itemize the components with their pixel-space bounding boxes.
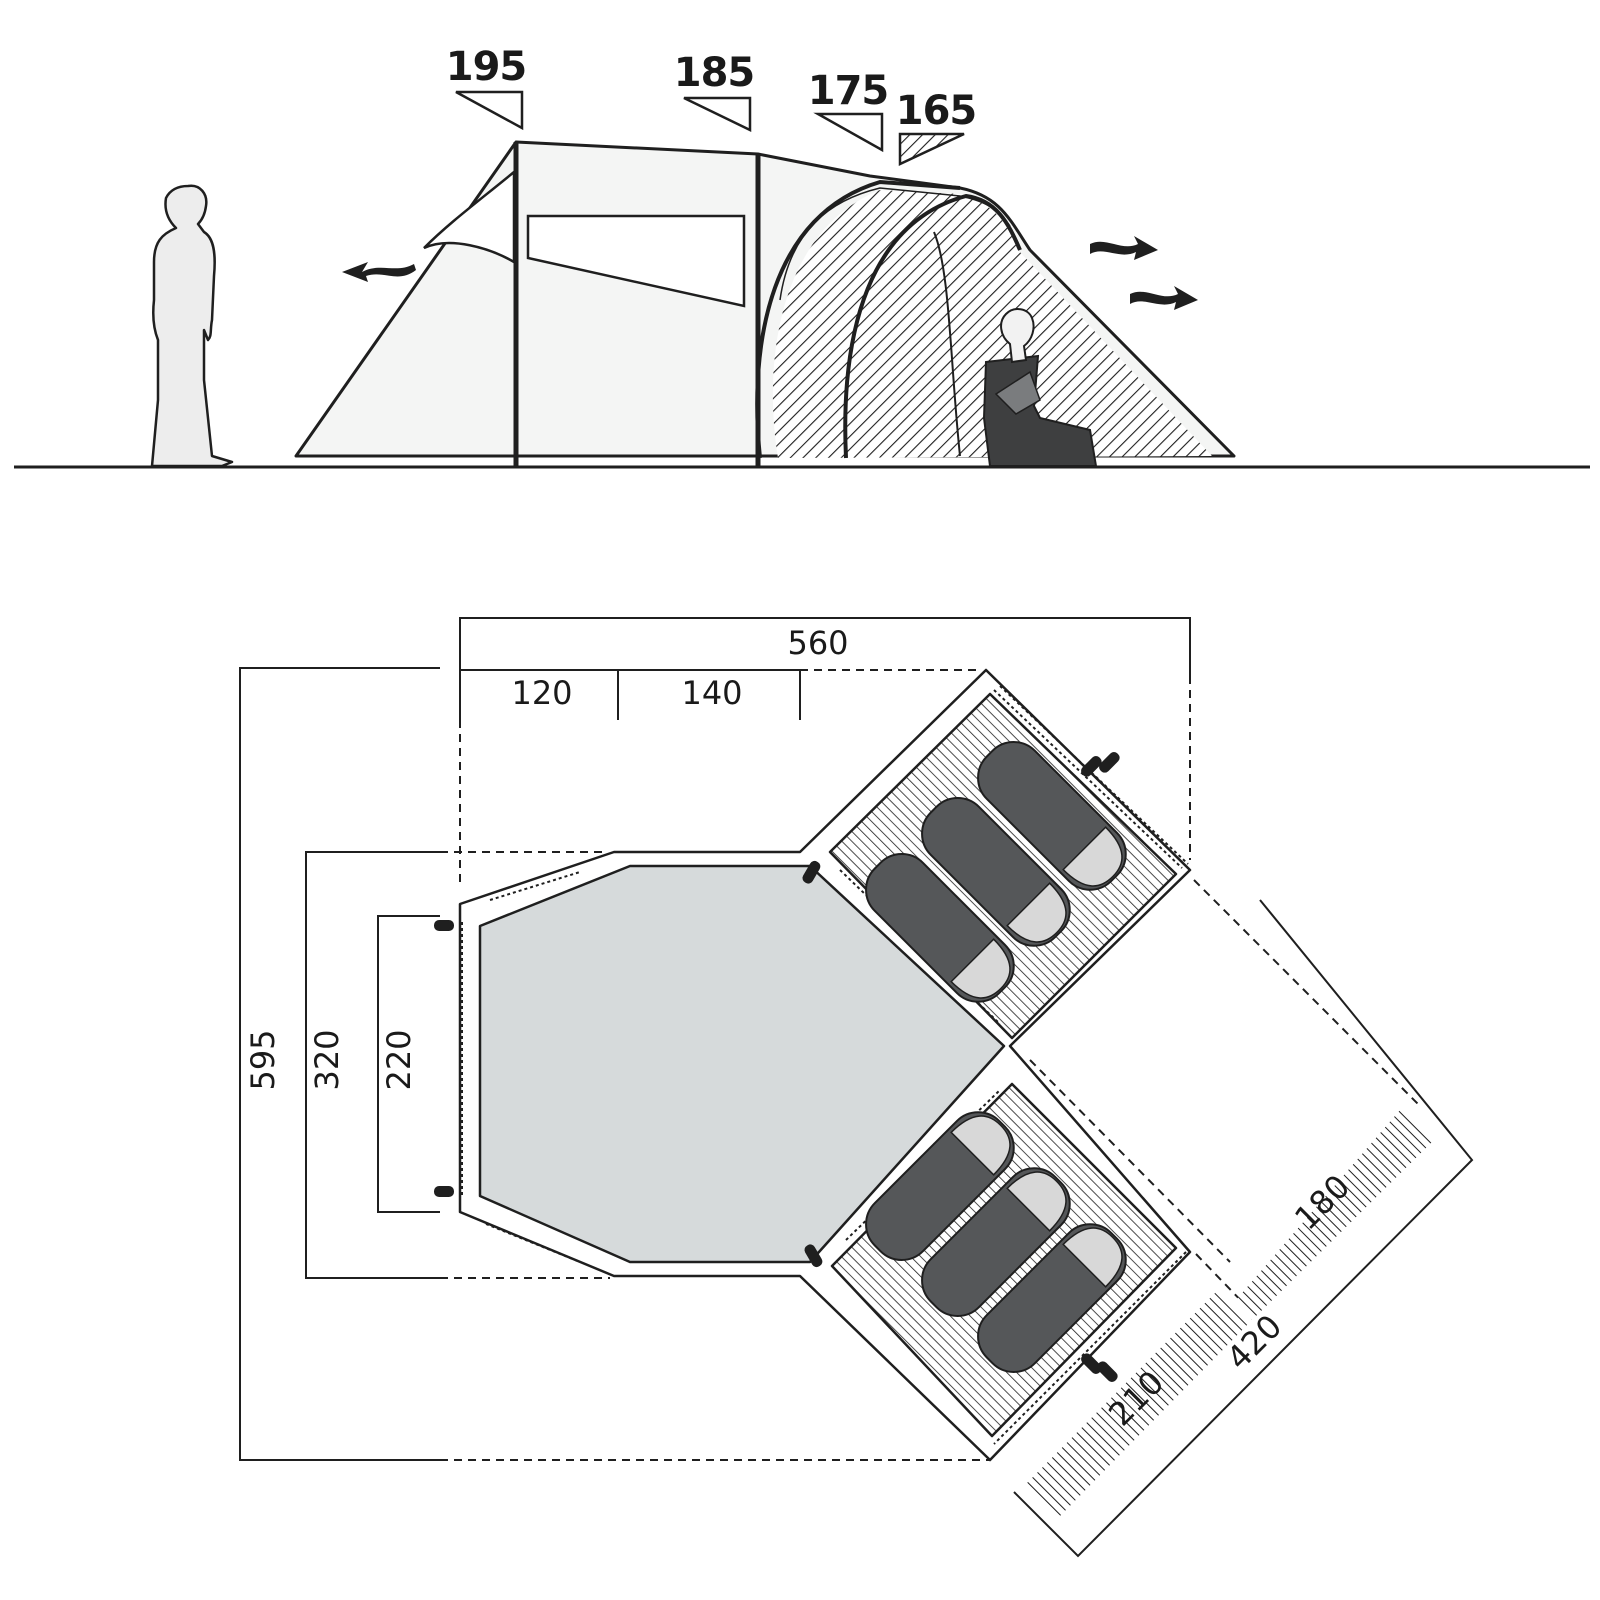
height-label-165: 165 — [896, 88, 977, 134]
dim-label-220: 220 — [380, 1029, 418, 1090]
seated-person-icon — [982, 308, 1098, 467]
vestibule-strip-right — [1236, 1110, 1432, 1320]
height-marker-195: 195 — [446, 44, 527, 131]
side-view: 195 185 175 165 — [14, 44, 1590, 469]
sleeping-bag — [865, 1111, 1015, 1261]
side-window — [526, 214, 746, 308]
sleeping-bag — [921, 797, 1071, 947]
dim-label-560: 560 — [787, 624, 848, 662]
sleeping-bag — [977, 1223, 1127, 1373]
inner-tent-top-band — [779, 187, 1011, 301]
sleeping-bag — [977, 741, 1127, 891]
height-marker-175: 175 — [808, 68, 889, 153]
sleeping-bag — [921, 1167, 1071, 1317]
height-marker-185: 185 — [674, 50, 755, 132]
height-label-185: 185 — [674, 50, 755, 96]
dimension-dashed-lines — [440, 669, 1419, 1461]
floor-plan: 560 120 140 595 320 220 420 180 210 — [239, 617, 1474, 1558]
dim-label-595: 595 — [244, 1029, 282, 1090]
inner-tent-arch-3 — [933, 231, 961, 457]
door-flap — [423, 169, 516, 265]
standing-person-icon — [150, 184, 234, 468]
dim-label-320: 320 — [308, 1029, 346, 1090]
sleeping-bags-bottom — [865, 1111, 1127, 1373]
vent-arrow-left-icon — [342, 262, 416, 282]
living-area-floor — [478, 864, 1006, 1264]
vent-arrow-right-top-icon — [1090, 236, 1158, 260]
sleeping-bags-top — [865, 741, 1127, 1003]
sleeping-bag — [865, 853, 1015, 1003]
height-label-175: 175 — [808, 68, 889, 114]
vestibule-strip-bottom — [1026, 1290, 1250, 1516]
zipper-toggles — [434, 752, 1120, 1382]
dimension-lines — [239, 617, 1474, 1558]
vent-arrow-right-bottom-icon — [1130, 286, 1198, 310]
dim-label-140: 140 — [681, 674, 742, 712]
dim-label-120: 120 — [511, 674, 572, 712]
height-label-195: 195 — [446, 44, 527, 90]
height-marker-165: 165 — [896, 88, 977, 166]
